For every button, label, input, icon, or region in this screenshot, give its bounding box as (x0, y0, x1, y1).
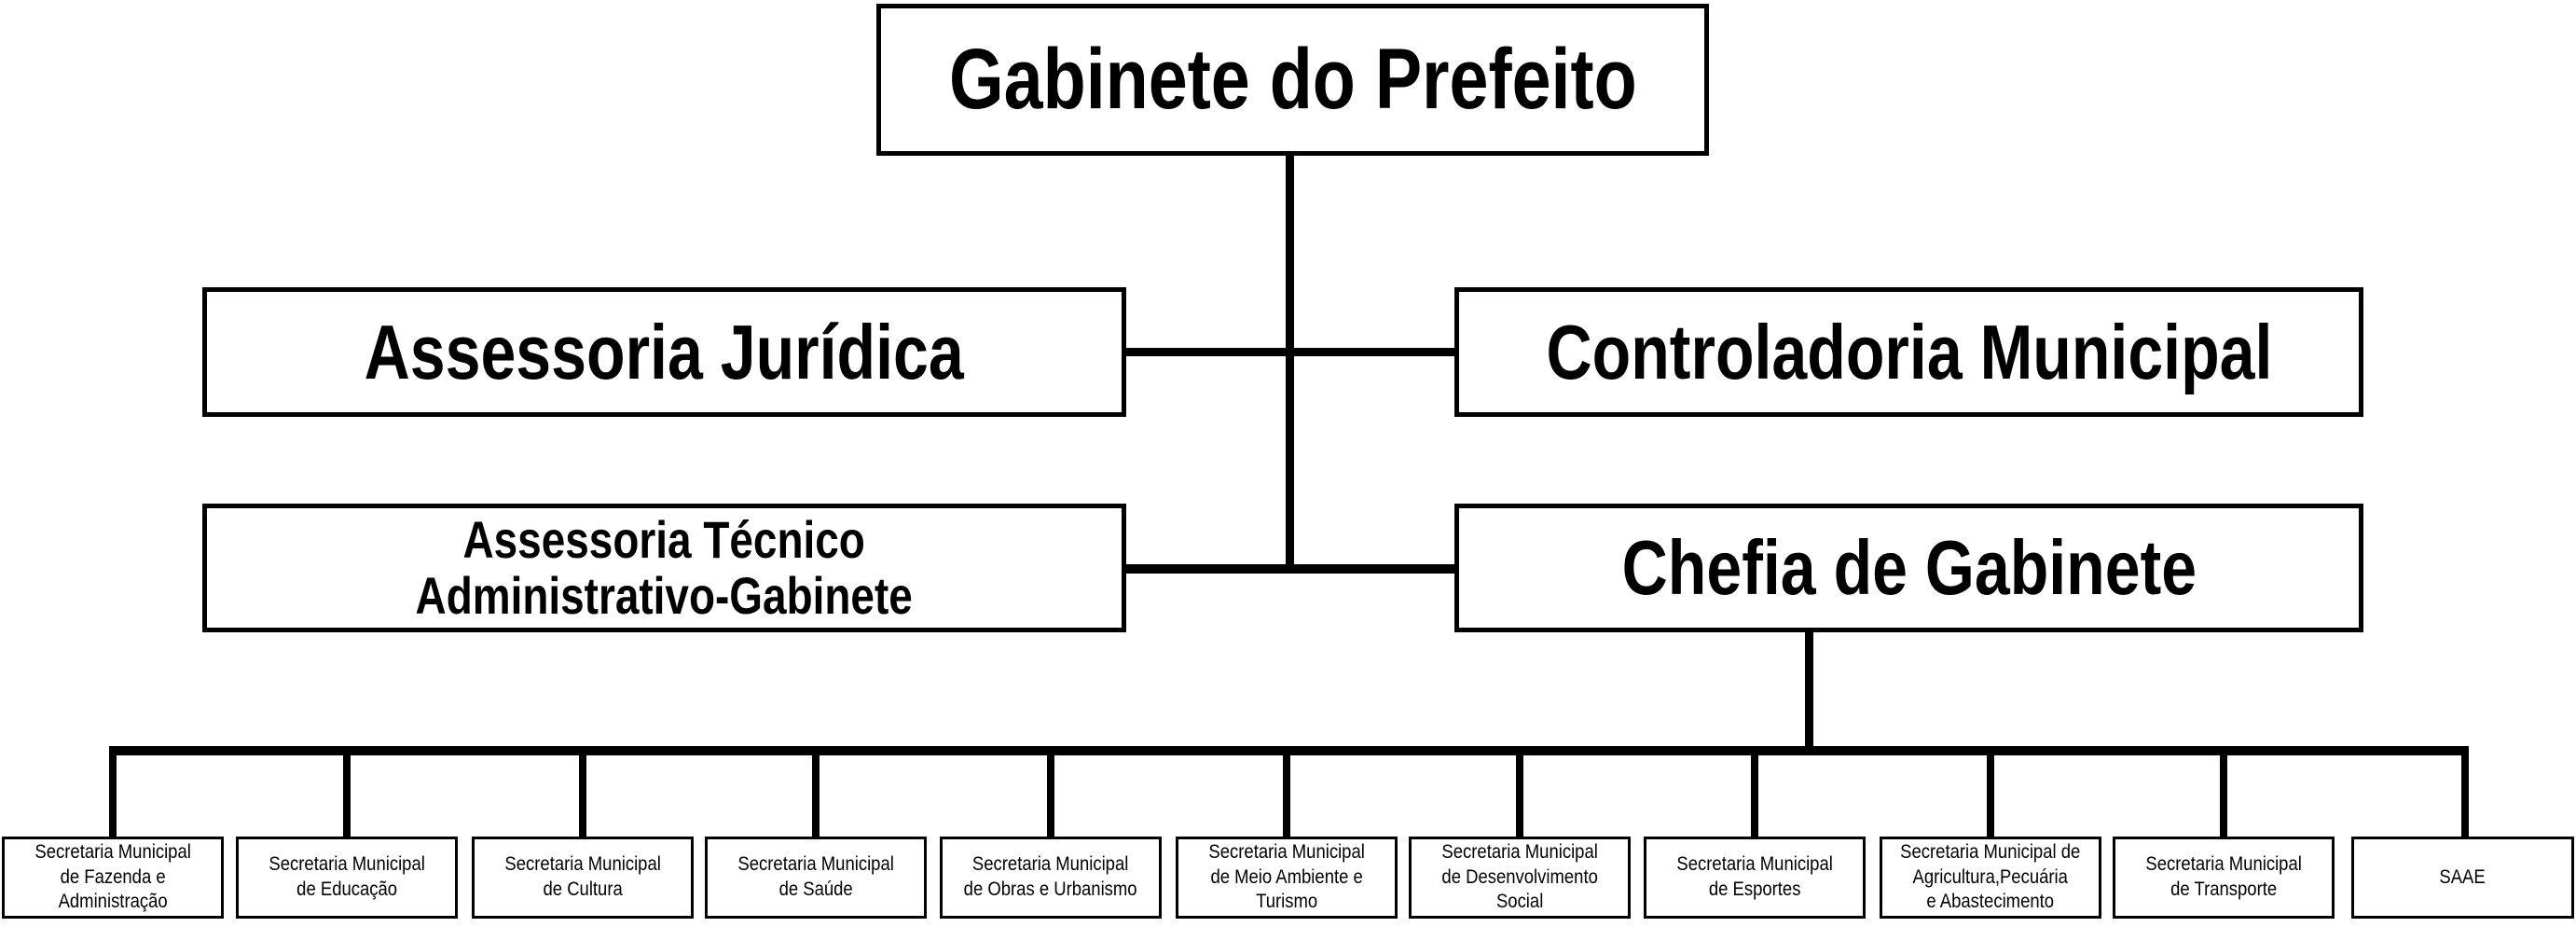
node-controladoria-municipal: Controladoria Municipal (1454, 287, 2363, 417)
node-secretaria-fazenda-administracao: Secretaria Municipal de Fazenda e Admini… (2, 837, 224, 919)
node-secretaria-esportes: Secretaria Municipal de Esportes (1644, 837, 1866, 919)
node-label: Secretaria Municipal de Agricultura,Pecu… (1900, 840, 2081, 913)
node-label: Secretaria Municipal de Educação (269, 853, 425, 900)
node-label: Assessoria Jurídica (364, 308, 965, 395)
connector-drop-1 (109, 752, 117, 839)
node-saae: SAAE (2351, 837, 2574, 919)
node-secretaria-saude: Secretaria Municipal de Saúde (705, 837, 927, 919)
node-secretaria-obras-urbanismo: Secretaria Municipal de Obras e Urbanism… (940, 837, 1162, 919)
node-gabinete-do-prefeito: Gabinete do Prefeito (876, 4, 1709, 156)
connector-drop-11 (2461, 752, 2469, 839)
node-label: Secretaria Municipal de Saúde (737, 853, 894, 900)
node-label: Chefia de Gabinete (1621, 524, 2197, 612)
node-label: Secretaria Municipal de Transporte (2145, 853, 2302, 900)
connector-drop-6 (1283, 752, 1290, 839)
node-label: Secretaria Municipal de Fazenda e Admini… (34, 840, 191, 913)
node-label: Gabinete do Prefeito (948, 31, 1637, 127)
node-assessoria-tecnico-administrativo-gabinete: Assessoria Técnico Administrativo-Gabine… (202, 504, 1126, 632)
node-secretaria-desenvolvimento-social: Secretaria Municipal de Desenvolvimento … (1409, 837, 1631, 919)
node-secretaria-educacao: Secretaria Municipal de Educação (236, 837, 458, 919)
connector-drop-2 (343, 752, 351, 839)
node-chefia-de-gabinete: Chefia de Gabinete (1454, 504, 2363, 632)
connector-level3-horizontal (1123, 564, 1459, 574)
connector-distribution-bar (109, 746, 2469, 755)
node-label: Secretaria Municipal de Esportes (1676, 853, 1833, 900)
node-label: Secretaria Municipal de Cultura (504, 853, 661, 900)
node-label: Controladoria Municipal (1546, 308, 2272, 395)
node-label: Secretaria Municipal de Desenvolvimento … (1441, 840, 1598, 913)
connector-drop-10 (2220, 752, 2227, 839)
node-secretaria-transporte: Secretaria Municipal de Transporte (2113, 837, 2335, 919)
connector-drop-8 (1751, 752, 1758, 839)
node-secretaria-agricultura-pecuaria-abastecimento: Secretaria Municipal de Agricultura,Pecu… (1880, 837, 2101, 919)
connector-drop-5 (1047, 752, 1054, 839)
connector-drop-9 (1987, 752, 1994, 839)
node-label: Secretaria Municipal de Obras e Urbanism… (964, 853, 1137, 900)
connector-drop-7 (1516, 752, 1523, 839)
node-secretaria-cultura: Secretaria Municipal de Cultura (472, 837, 694, 919)
node-label: SAAE (2439, 865, 2486, 888)
node-secretaria-meio-ambiente-turismo: Secretaria Municipal de Meio Ambiente e … (1176, 837, 1398, 919)
connector-level2-horizontal (1123, 348, 1459, 356)
connector-root-trunk (1286, 156, 1294, 574)
connector-chefia-trunk (1805, 629, 1813, 755)
node-label: Secretaria Municipal de Meio Ambiente e … (1208, 840, 1365, 913)
node-assessoria-juridica: Assessoria Jurídica (202, 287, 1126, 417)
node-label: Assessoria Técnico Administrativo-Gabine… (415, 509, 914, 625)
connector-drop-3 (579, 752, 586, 839)
connector-drop-4 (812, 752, 820, 839)
